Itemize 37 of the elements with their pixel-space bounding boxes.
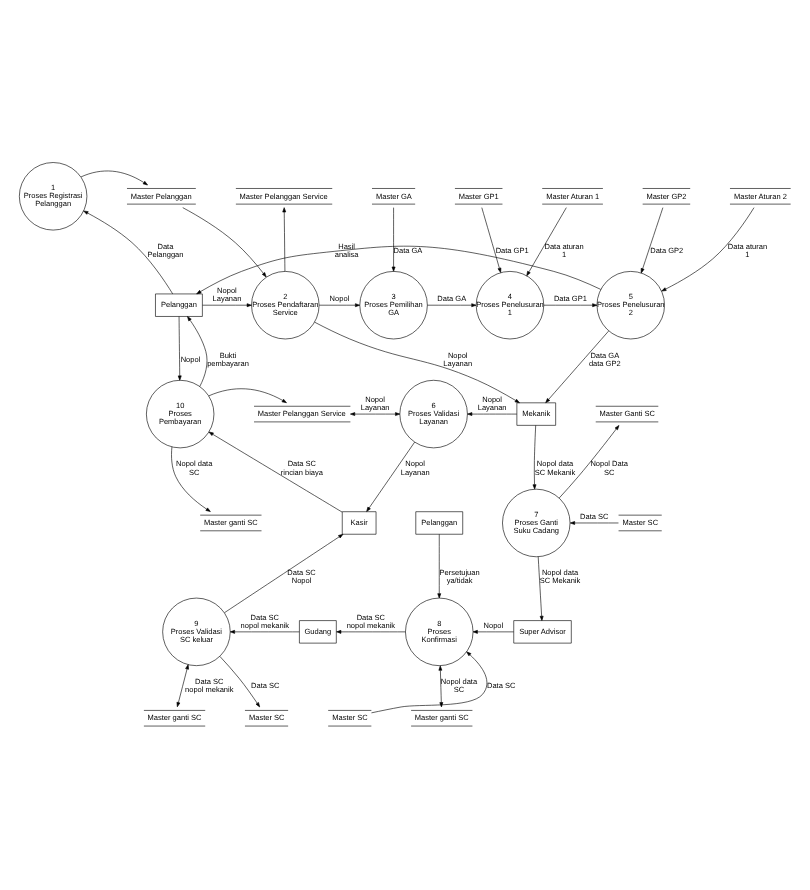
arrow bbox=[83, 209, 173, 294]
arrow bbox=[318, 302, 361, 307]
arrow bbox=[661, 206, 755, 291]
arrow bbox=[176, 663, 189, 707]
arrow bbox=[427, 302, 477, 307]
arrow bbox=[545, 329, 609, 403]
arrow bbox=[526, 206, 567, 276]
arrow bbox=[437, 533, 442, 598]
arrow bbox=[438, 664, 444, 707]
arrow bbox=[481, 206, 502, 272]
arrow bbox=[229, 629, 300, 633]
arrow bbox=[80, 169, 148, 185]
arrow bbox=[282, 206, 287, 271]
arrow bbox=[472, 629, 514, 633]
arrow bbox=[177, 315, 182, 380]
arrow bbox=[171, 445, 211, 511]
arrow bbox=[350, 411, 401, 415]
arrow bbox=[467, 411, 518, 415]
arrow bbox=[224, 533, 344, 612]
arrow bbox=[640, 206, 664, 273]
arrow bbox=[569, 520, 619, 524]
arrow bbox=[371, 650, 488, 713]
arrow bbox=[208, 387, 287, 403]
arrow bbox=[391, 206, 396, 271]
arrow bbox=[336, 629, 406, 633]
arrow bbox=[196, 244, 602, 294]
arrow bbox=[208, 430, 343, 512]
arrow bbox=[537, 555, 544, 620]
arrow bbox=[187, 315, 208, 386]
arrow bbox=[202, 302, 252, 307]
arrow bbox=[532, 424, 537, 489]
arrow bbox=[366, 440, 415, 511]
arrow bbox=[314, 320, 520, 403]
arrow bbox=[543, 302, 598, 307]
arrow bbox=[219, 655, 260, 707]
arrow bbox=[558, 424, 620, 498]
arrow bbox=[182, 206, 267, 277]
